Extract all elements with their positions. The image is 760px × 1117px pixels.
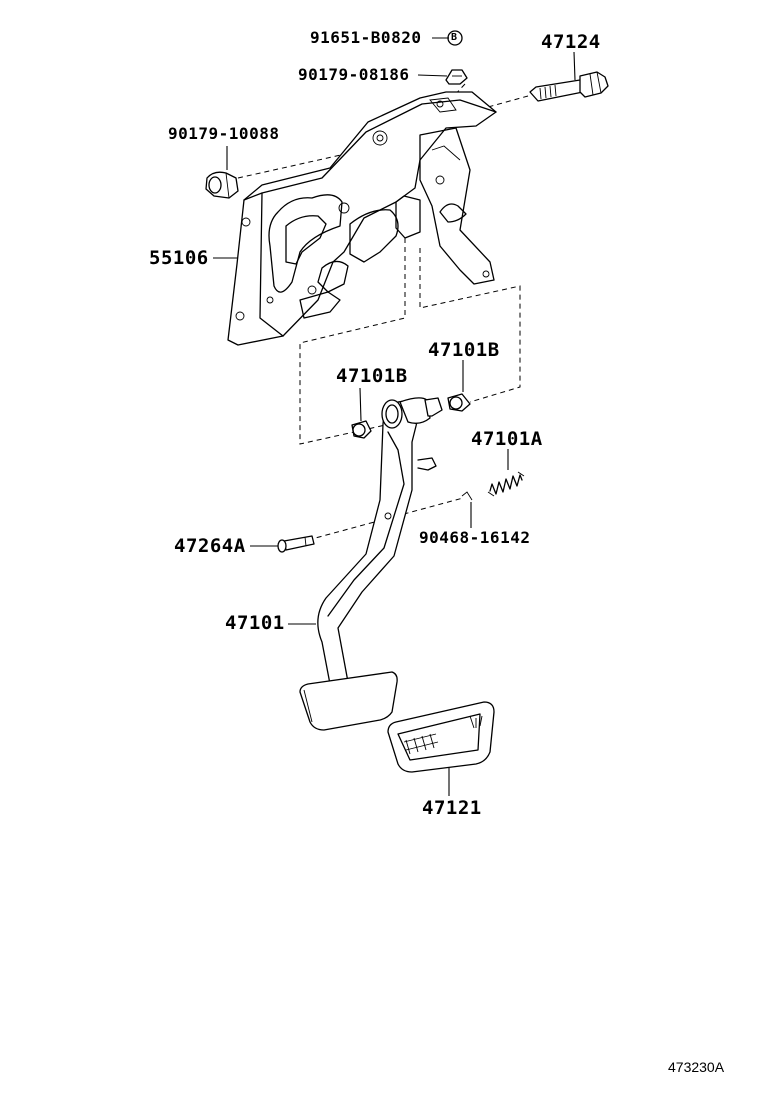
pin-icon [277,535,315,553]
clip-icon [445,69,468,85]
leader-lines [213,37,576,796]
nut-icon [447,30,463,46]
part-label-47101B-right: 47101B [428,339,500,361]
pedal-arm-icon [317,397,443,685]
clip-icon [461,491,473,501]
part-label-55106: 55106 [149,247,209,269]
bracket-icon [227,91,497,346]
bushing-icon [205,171,239,199]
part-label-91651-B0820: 91651-B0820 [310,28,422,47]
part-label-90179-10088: 90179-10088 [168,124,280,143]
part-label-47101B-left: 47101B [336,365,408,387]
part-label-47124: 47124 [541,31,601,53]
part-label-47101: 47101 [225,612,285,634]
figure-code: 473230A [668,1059,725,1075]
pedal-pad-icon [387,701,495,773]
spring-icon [487,471,525,497]
part-label-90468-16142: 90468-16142 [419,528,531,547]
part-label-90179-08186: 90179-08186 [298,65,410,84]
bushing-icon [351,420,372,439]
part-label-47264A: 47264A [174,535,246,557]
bolt-icon [529,71,609,102]
pedal-pad-icon [299,671,398,731]
part-label-47121: 47121 [422,797,482,819]
circled-b-mark: B [451,32,458,43]
bushing-icon [447,393,471,412]
part-label-47101A: 47101A [471,428,543,450]
